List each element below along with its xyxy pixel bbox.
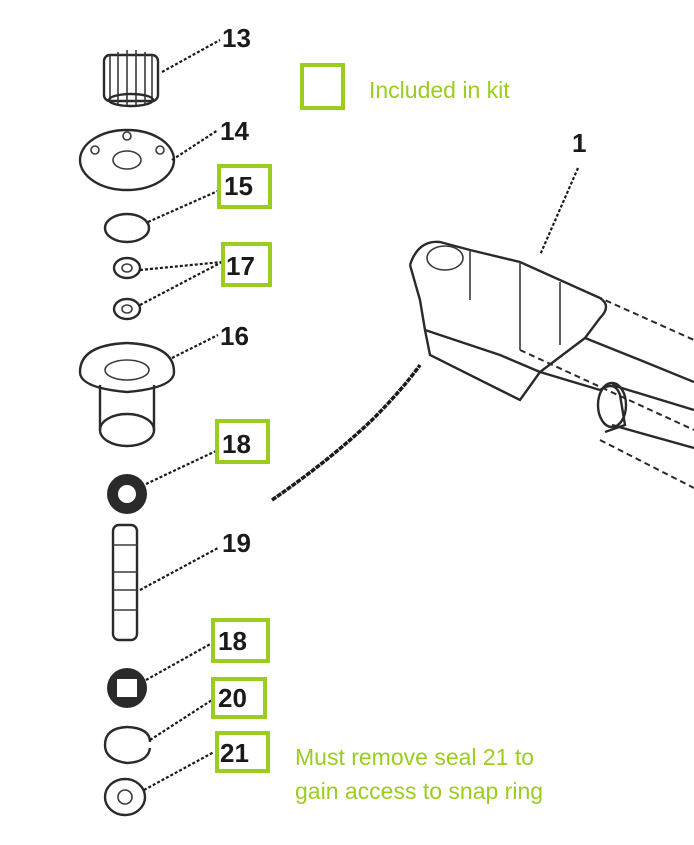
leader-21 <box>143 751 215 791</box>
part-number-14: 14 <box>220 116 249 146</box>
link-line-16-to-1 <box>271 363 422 502</box>
part-number-18-upper: 18 <box>222 429 251 459</box>
part-number-16: 16 <box>220 321 249 351</box>
note-line-1: Must remove seal 21 to <box>295 744 535 770</box>
leader-15 <box>147 188 221 224</box>
kit-highlight-20 <box>211 677 267 719</box>
part-number-18-lower: 18 <box>218 626 247 656</box>
plate-14-drawing <box>78 128 176 192</box>
leader-14 <box>171 129 219 161</box>
leader-16 <box>171 334 219 359</box>
kit-highlight-15 <box>217 164 272 209</box>
leader-13 <box>161 39 221 73</box>
grommets-17-drawing <box>112 256 142 321</box>
leader-20 <box>149 699 213 741</box>
kit-highlight-18-upper <box>215 419 270 464</box>
leader-19 <box>139 547 219 591</box>
kit-highlight-17 <box>221 242 272 287</box>
impeller-13-drawing <box>102 50 160 108</box>
housing-16-drawing <box>78 341 176 448</box>
part-number-13: 13 <box>222 23 251 53</box>
main-assembly-1-drawing <box>408 240 694 489</box>
kit-highlight-21 <box>215 731 270 773</box>
seal-21-drawing <box>103 777 147 817</box>
note-line-2: gain access to snap ring <box>295 778 544 804</box>
o-ring-15-drawing <box>103 212 151 244</box>
legend-label: Included in kit <box>369 77 510 103</box>
bushing-18-lower-drawing <box>107 668 147 708</box>
part-number-15: 15 <box>224 171 253 201</box>
leader-17 <box>139 260 223 306</box>
leader-18-lower <box>145 641 215 681</box>
legend-swatch <box>300 63 345 110</box>
leader-18-upper <box>145 449 219 485</box>
part-number-21: 21 <box>220 738 249 768</box>
part-number-17: 17 <box>226 251 255 281</box>
bushing-18-upper-drawing <box>107 474 147 514</box>
kit-highlight-18-lower <box>211 618 270 663</box>
shaft-19-drawing <box>111 523 139 642</box>
snap-ring-20-drawing <box>103 725 152 765</box>
seal-removal-note: Must remove seal 21 to gain access to sn… <box>295 740 543 808</box>
part-number-20: 20 <box>218 683 247 713</box>
part-number-19: 19 <box>222 528 251 558</box>
part-number-1: 1 <box>572 128 586 158</box>
leader-1 <box>538 167 580 256</box>
